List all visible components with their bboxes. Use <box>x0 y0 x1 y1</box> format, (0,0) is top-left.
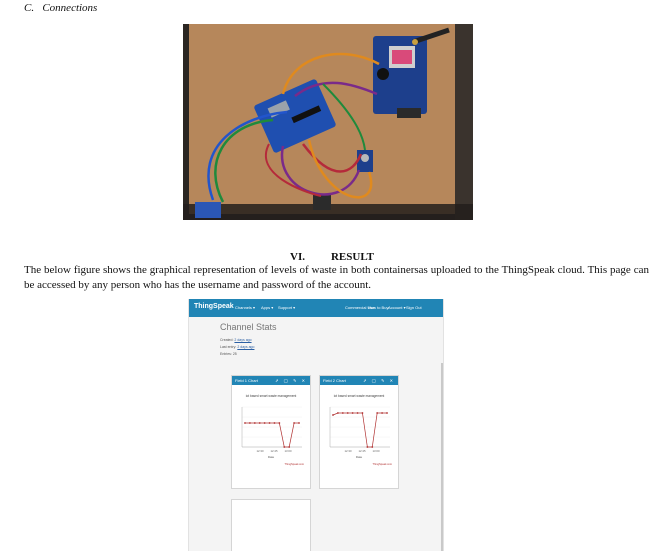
section-title: RESULT <box>330 251 374 263</box>
nav-item-sign-out[interactable]: Sign Out <box>406 305 422 310</box>
nav-item-support[interactable]: Support ▾ <box>278 305 296 310</box>
data-point <box>341 412 344 414</box>
x-axis-label: Date <box>268 455 275 459</box>
chart-header: Field 2 Chart ⇗ ◯ ✎ ✕ <box>320 376 398 385</box>
chart-footer: ThingSpeak.com <box>373 462 392 466</box>
stat-value: 2 days ago <box>234 338 252 342</box>
thingspeak-screenshot: ThingSpeak Channels ▾ Apps ▾ Support ▾ C… <box>188 299 444 551</box>
data-point <box>288 446 291 448</box>
stat-label: Entries: <box>220 352 232 356</box>
nav-item-channels[interactable]: Channels ▾ <box>235 305 256 310</box>
chart-title: iot based smart waste management <box>246 394 297 398</box>
result-paragraph: The below figure shows the graphical rep… <box>24 264 649 291</box>
stat-created: Created: 2 days ago <box>220 338 252 342</box>
section-heading: VI. RESULT <box>0 251 664 263</box>
data-point <box>263 422 266 424</box>
x-tick-label: 12:45 <box>359 449 366 453</box>
series-line <box>332 412 387 448</box>
x-axis-label: Date <box>356 455 363 459</box>
data-point <box>361 412 364 414</box>
data-point <box>351 412 354 414</box>
chart-header: Field 1 Chart ⇗ ◯ ✎ ✕ <box>232 376 310 385</box>
chart-footer: ThingSpeak.com <box>285 462 304 466</box>
data-point <box>366 446 369 448</box>
section-number: VI. <box>290 251 305 263</box>
data-point <box>381 412 383 414</box>
x-tick-label: 12:45 <box>271 449 278 453</box>
data-point <box>298 422 300 424</box>
subsection-label: C. <box>24 2 35 14</box>
data-point <box>268 422 271 424</box>
data-point <box>273 422 276 424</box>
connections-photo <box>183 24 473 220</box>
data-point <box>253 422 256 424</box>
chart-header-label: Field 1 Chart <box>235 378 258 383</box>
x-tick-label: 13:00 <box>373 449 380 453</box>
chart-tool-icons[interactable]: ⇗ ◯ ✎ ✕ <box>275 378 307 383</box>
stat-entries: Entries: 25 <box>220 352 237 356</box>
data-point <box>244 422 246 424</box>
subsection-heading: C. Connections <box>24 2 97 14</box>
data-point <box>332 414 334 416</box>
scrollbar[interactable] <box>441 363 443 551</box>
data-point <box>337 412 339 414</box>
data-point <box>278 422 281 424</box>
nav-item-commercial[interactable]: Commercial Use <box>345 305 375 310</box>
field2-chart-panel: Field 2 Chart ⇗ ◯ ✎ ✕ iot based smart wa… <box>319 375 399 489</box>
nav-item-apps[interactable]: Apps ▾ <box>261 305 274 310</box>
series-line <box>245 422 299 448</box>
x-tick-label: 12:30 <box>257 449 264 453</box>
data-point <box>249 422 251 424</box>
hardware-illustration <box>183 24 473 220</box>
channel-stats-title: Channel Stats <box>220 322 277 332</box>
nav-item-how-to-buy[interactable]: How to Buy <box>368 305 389 310</box>
chart-title: iot based smart waste management <box>334 394 385 398</box>
stat-label: Created: <box>220 338 234 342</box>
data-point <box>371 446 374 448</box>
x-tick-label: 13:00 <box>285 449 292 453</box>
x-tick-label: 12:30 <box>345 449 352 453</box>
thingspeak-navbar: ThingSpeak Channels ▾ Apps ▾ Support ▾ C… <box>189 299 443 317</box>
data-point <box>258 422 261 424</box>
stat-label: Last entry: <box>220 345 237 349</box>
nav-item-account[interactable]: Account ▾ <box>388 305 406 310</box>
data-point <box>356 412 359 414</box>
data-point <box>386 412 388 414</box>
data-point <box>346 412 349 414</box>
empty-panel <box>231 499 311 551</box>
field1-chart: iot based smart waste management 12:30 12:… <box>241 394 304 466</box>
stat-value: 2 days ago <box>237 345 255 349</box>
stat-last-entry: Last entry: 2 days ago <box>220 345 254 349</box>
thingspeak-logo: ThingSpeak <box>194 303 234 310</box>
stat-value: 25 <box>232 352 237 356</box>
chart-tool-icons[interactable]: ⇗ ◯ ✎ ✕ <box>363 378 395 383</box>
data-point <box>283 446 286 448</box>
chart-header-label: Field 2 Chart <box>323 378 346 383</box>
data-point <box>376 412 379 414</box>
subsection-title: Connections <box>42 2 98 14</box>
data-point <box>293 422 295 424</box>
field1-chart-panel: Field 1 Chart ⇗ ◯ ✎ ✕ iot based smart wa… <box>231 375 311 489</box>
field2-chart: iot based smart waste management 12:30 12:… <box>329 394 392 466</box>
